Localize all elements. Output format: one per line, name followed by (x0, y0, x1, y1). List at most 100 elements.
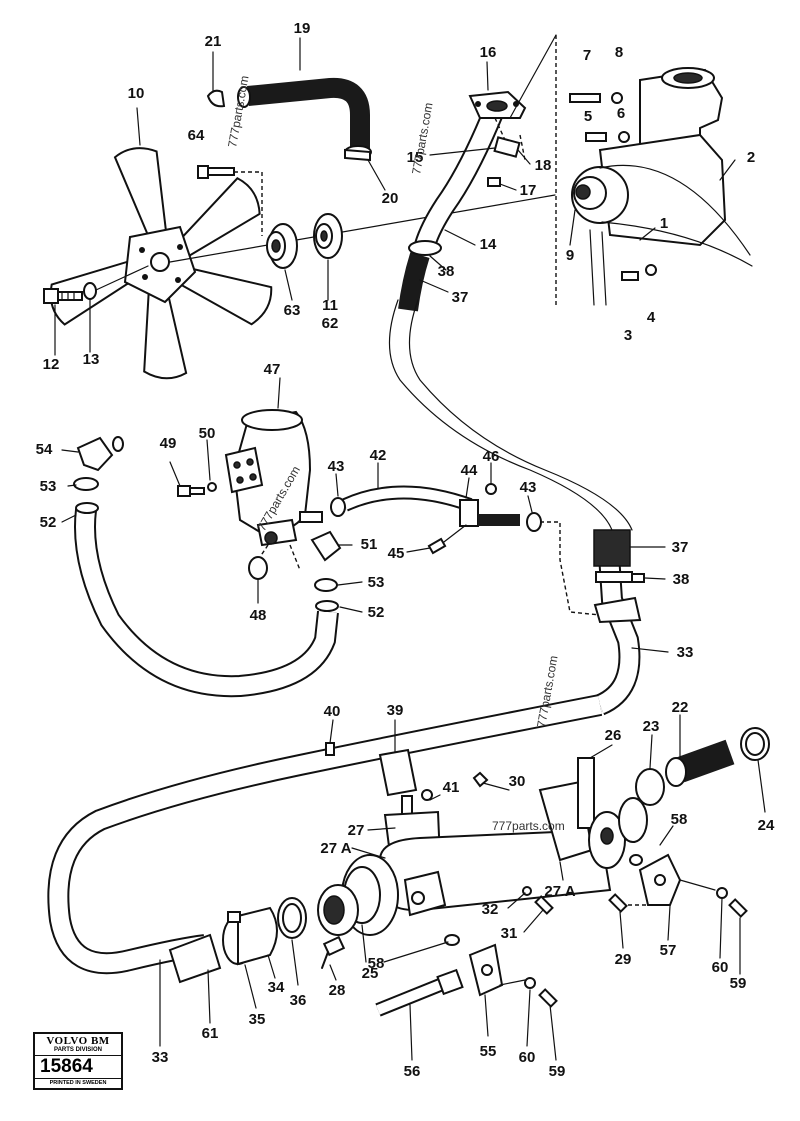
callout-12: 12 (43, 356, 60, 373)
callout-labels: 2 1 3 4 5 6 7 8 9 10 11 12 13 14 15 16 1… (36, 20, 775, 1080)
badge-division: PARTS DIVISION (35, 1047, 121, 1056)
svg-text:29: 29 (615, 951, 632, 968)
hose-52 (74, 502, 339, 698)
callout-38-top: 38 (438, 263, 455, 280)
svg-text:58: 58 (671, 811, 688, 828)
svg-text:5: 5 (584, 108, 592, 125)
callout-33-lower: 33 (152, 1049, 169, 1066)
badge-printed: PRINTED IN SWEDEN (49, 1080, 107, 1086)
callout-26: 26 (605, 727, 622, 744)
svg-text:63: 63 (284, 302, 301, 319)
svg-text:4: 4 (647, 309, 656, 326)
volvo-bm-parts-badge: VOLVO BM PARTS DIVISION 15864 PRINTED IN… (33, 1032, 123, 1090)
callout-17: 17 (520, 182, 537, 199)
screw-64 (197, 165, 263, 236)
callout-40: 40 (324, 703, 341, 720)
svg-text:27 A: 27 A (544, 883, 575, 900)
svg-text:25: 25 (362, 965, 379, 982)
svg-text:1: 1 (660, 215, 668, 232)
svg-text:58: 58 (368, 955, 385, 972)
svg-text:13: 13 (83, 351, 100, 368)
svg-text:35: 35 (249, 1011, 266, 1028)
svg-text:53: 53 (368, 574, 385, 591)
callout-44: 44 (461, 462, 478, 479)
svg-text:36: 36 (290, 992, 307, 1009)
svg-text:60: 60 (712, 959, 729, 976)
callout-59-lower: 59 (549, 1063, 566, 1080)
svg-text:52: 52 (40, 514, 57, 531)
callout-63: 63 (284, 302, 301, 319)
svg-text:32: 32 (482, 901, 499, 918)
svg-text:37: 37 (452, 289, 469, 306)
callout-53-left: 53 (40, 478, 57, 495)
callout-45: 45 (388, 545, 405, 562)
svg-text:11: 11 (322, 297, 338, 314)
callout-54: 54 (36, 441, 53, 458)
svg-text:17: 17 (520, 182, 537, 199)
svg-text:23: 23 (643, 718, 660, 735)
callout-29: 29 (615, 951, 632, 968)
svg-text:42: 42 (370, 447, 387, 464)
svg-text:55: 55 (480, 1043, 497, 1060)
callout-3: 3 (624, 327, 632, 344)
callout-47: 47 (264, 361, 281, 378)
svg-text:39: 39 (387, 702, 404, 719)
svg-text:43: 43 (328, 458, 345, 475)
callout-11: 11 (322, 297, 338, 314)
callout-52-left: 52 (40, 514, 57, 531)
callout-24: 24 (758, 817, 775, 834)
svg-text:48: 48 (250, 607, 267, 624)
svg-text:12: 12 (43, 356, 60, 373)
callout-53-right: 53 (368, 574, 385, 591)
svg-text:40: 40 (324, 703, 341, 720)
watermark-5: 777parts.com (409, 101, 435, 175)
svg-text:9: 9 (566, 247, 574, 264)
callout-32: 32 (482, 901, 499, 918)
callout-23: 23 (643, 718, 660, 735)
svg-text:27 A: 27 A (320, 840, 351, 857)
callout-1-wrapper: 2 (747, 149, 755, 166)
fan-hub-11 (313, 213, 343, 259)
callout-39: 39 (387, 702, 404, 719)
callout-9: 9 (566, 247, 574, 264)
svg-text:56: 56 (404, 1063, 421, 1080)
svg-text:3: 3 (624, 327, 632, 344)
filter-housing-47 (177, 409, 342, 592)
callout-31: 31 (501, 925, 518, 942)
svg-text:10: 10 (128, 85, 145, 102)
svg-text:44: 44 (461, 462, 478, 479)
svg-text:64: 64 (188, 127, 205, 144)
svg-text:34: 34 (268, 979, 285, 996)
callout-60-right: 60 (712, 959, 729, 976)
callout-60-lower: 60 (519, 1049, 536, 1066)
leader-lines (54, 37, 766, 1061)
callout-41: 41 (443, 779, 460, 796)
callout-48: 48 (250, 607, 267, 624)
callout-1: 1 (660, 215, 668, 232)
flange-57 (472, 771, 748, 918)
callout-51: 51 (361, 536, 378, 553)
svg-text:52: 52 (368, 604, 385, 621)
svg-text:53: 53 (40, 478, 57, 495)
water-pump-assembly (509, 34, 753, 306)
callout-52-right: 52 (368, 604, 385, 621)
svg-text:26: 26 (605, 727, 622, 744)
callout-5: 5 (584, 108, 592, 125)
svg-text:59: 59 (730, 975, 747, 992)
callout-28: 28 (329, 982, 346, 999)
svg-text:7: 7 (583, 47, 591, 64)
callout-58-left: 58 (368, 955, 385, 972)
callout-30: 30 (509, 773, 526, 790)
heater-hose-56 (375, 934, 558, 1017)
callout-62: 62 (322, 315, 339, 332)
svg-text:777parts.com: 777parts.com (492, 819, 565, 833)
callout-8: 8 (615, 44, 623, 61)
svg-text:54: 54 (36, 441, 53, 458)
callout-61: 61 (202, 1025, 219, 1042)
svg-text:24: 24 (758, 817, 775, 834)
svg-text:60: 60 (519, 1049, 536, 1066)
callout-27a-right: 27 A (544, 883, 575, 900)
callout-19: 19 (294, 20, 311, 37)
callout-2: 2 (747, 149, 755, 166)
